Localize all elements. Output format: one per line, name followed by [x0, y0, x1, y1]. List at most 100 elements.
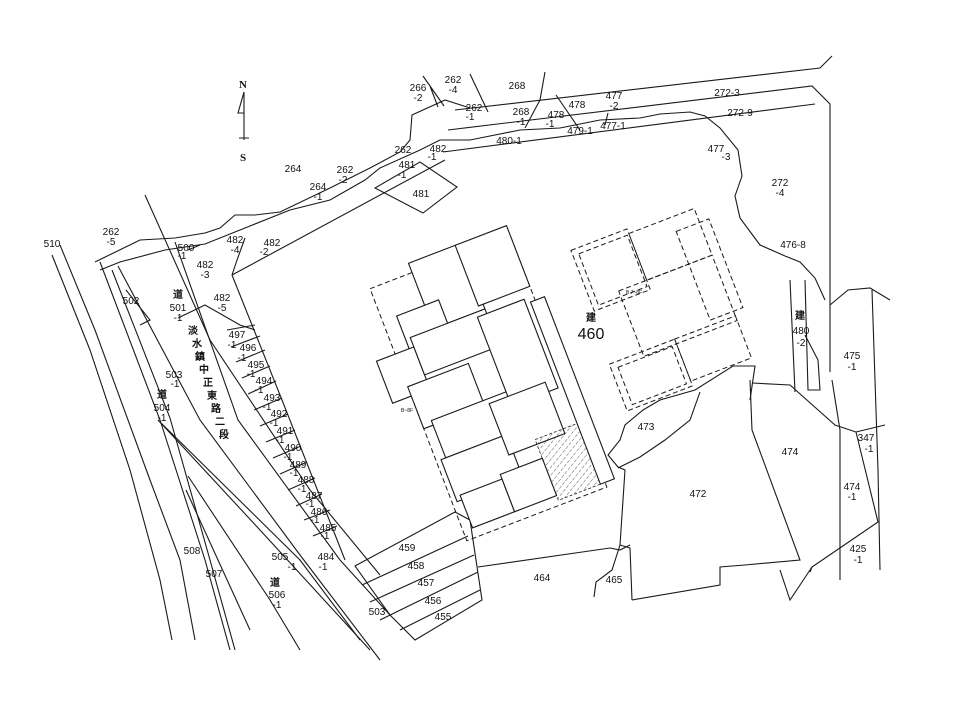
road-name-char: 鎮: [195, 350, 205, 363]
road-name-char: 東: [207, 389, 217, 402]
parcel-label: 502: [123, 296, 140, 307]
parcel-label: 264: [285, 164, 302, 175]
parcel-label: 458: [408, 561, 425, 572]
parcel-label: 478: [569, 100, 586, 111]
parcel-label: 493: [264, 393, 281, 404]
parcel-label: -2: [260, 247, 269, 258]
parcel-label: 482: [430, 144, 447, 155]
parcel-label: 475: [844, 351, 861, 362]
parcel-label: -2: [797, 338, 806, 349]
parcel-label: 476-8: [780, 240, 806, 251]
parcel-label: 504: [154, 403, 171, 414]
parcel-label: 472: [690, 489, 707, 500]
parcel-label: 477: [708, 144, 725, 155]
road-name-char: 二: [215, 416, 225, 428]
parcel-label: -1: [238, 353, 247, 364]
parcel-label: 495: [248, 360, 265, 371]
parcel-label: 465: [606, 575, 623, 586]
parcel-label: 425: [850, 544, 867, 555]
road-name: 淡 水 鎮 中 正 東 路 二 段: [188, 325, 229, 441]
parcel-label: -5: [218, 303, 227, 314]
parcel-label: -4: [449, 85, 458, 96]
parcel-label: 266: [410, 83, 427, 94]
building-mark: 建: [794, 309, 806, 322]
parcel-label: -1: [255, 385, 264, 396]
parcel-label: 459: [399, 543, 416, 554]
parcel-label: 482: [214, 293, 231, 304]
parcel-label: 272: [772, 178, 789, 189]
parcel-label: 481: [399, 160, 416, 171]
building-left: [369, 224, 616, 542]
parcel-label: 496: [240, 343, 257, 354]
parcel-label: 478: [548, 110, 565, 121]
parcel-label: 479-1: [567, 126, 593, 137]
building-left-label: B~8F: [401, 408, 413, 414]
parcel-label: 490: [285, 443, 302, 454]
parcel-label: -2: [414, 93, 423, 104]
parcel-label: 501: [170, 303, 187, 314]
parcel-label: -1: [865, 444, 874, 455]
parcel-label: 505: [272, 552, 289, 563]
parcel-label: -1: [848, 492, 857, 503]
parcel-label: -1: [158, 413, 167, 424]
parcel-label: -1: [546, 119, 555, 130]
parcel-label: -3: [722, 152, 731, 163]
parcel-label: 262: [103, 227, 120, 238]
parcel-label: -1: [284, 452, 293, 463]
parcel-label: 482: [264, 238, 281, 249]
parcel-label: -1: [428, 152, 437, 163]
parcel-label: 506: [269, 590, 286, 601]
parcel-label: -1: [848, 362, 857, 373]
parcel-label: -1: [178, 251, 187, 262]
parcel-label: 480-1: [496, 136, 522, 147]
parcel-label: 482: [227, 235, 244, 246]
parcel-label: -1: [171, 379, 180, 390]
parcel-label: 262: [337, 165, 354, 176]
compass-north: N: [239, 79, 247, 91]
parcel-label: 507: [206, 569, 223, 580]
road-mark: 道: [270, 576, 280, 589]
parcel-label: 489: [290, 460, 307, 471]
parcel-label: -1: [854, 555, 863, 566]
parcel-label: 455: [435, 612, 452, 623]
parcel-label: 456: [425, 596, 442, 607]
parcel-460: 460: [578, 326, 605, 343]
parcel-label: -3: [201, 270, 210, 281]
parcel-label: -1: [174, 313, 183, 324]
road-name-char: 水: [191, 337, 203, 350]
parcel-label: -1: [466, 112, 475, 123]
parcel-label: 508: [184, 546, 201, 557]
parcel-label: -1: [306, 499, 315, 510]
parcel-label: 503: [166, 370, 183, 381]
road-name-char: 正: [203, 377, 213, 389]
parcel-label: -2: [339, 175, 348, 186]
parcel-label: 487: [306, 491, 323, 502]
parcel-label: -1: [247, 369, 256, 380]
parcel-label: -2: [610, 101, 619, 112]
parcel-label: 488: [298, 475, 315, 486]
parcel-label: 492: [271, 409, 288, 420]
parcel-label: -1: [319, 562, 328, 573]
parcel-label: -5: [107, 237, 116, 248]
parcel-label: 494: [256, 376, 273, 387]
parcel-label: -1: [273, 600, 282, 611]
building-right-label: B 7~8F: [626, 290, 642, 296]
parcel-label: 503: [369, 607, 386, 618]
parcel-label: -4: [776, 188, 785, 199]
parcel-label: 484: [318, 552, 335, 563]
road-name-char: 段: [219, 428, 229, 441]
parcel-label: 500: [178, 243, 195, 254]
parcel-label: 477-1: [600, 121, 626, 132]
parcel-label: -1: [290, 468, 299, 479]
parcel-label: 262: [395, 145, 412, 156]
parcel-label: 264: [310, 182, 327, 193]
parcel-label: 474: [782, 447, 799, 458]
parcel-label: 262: [445, 75, 462, 86]
parcel-label: -1: [298, 484, 307, 495]
parcel-label: -1: [398, 170, 407, 181]
parcel-label: -4: [231, 245, 240, 256]
parcel-label: 485: [320, 523, 337, 534]
building-mark: 建: [585, 311, 597, 324]
